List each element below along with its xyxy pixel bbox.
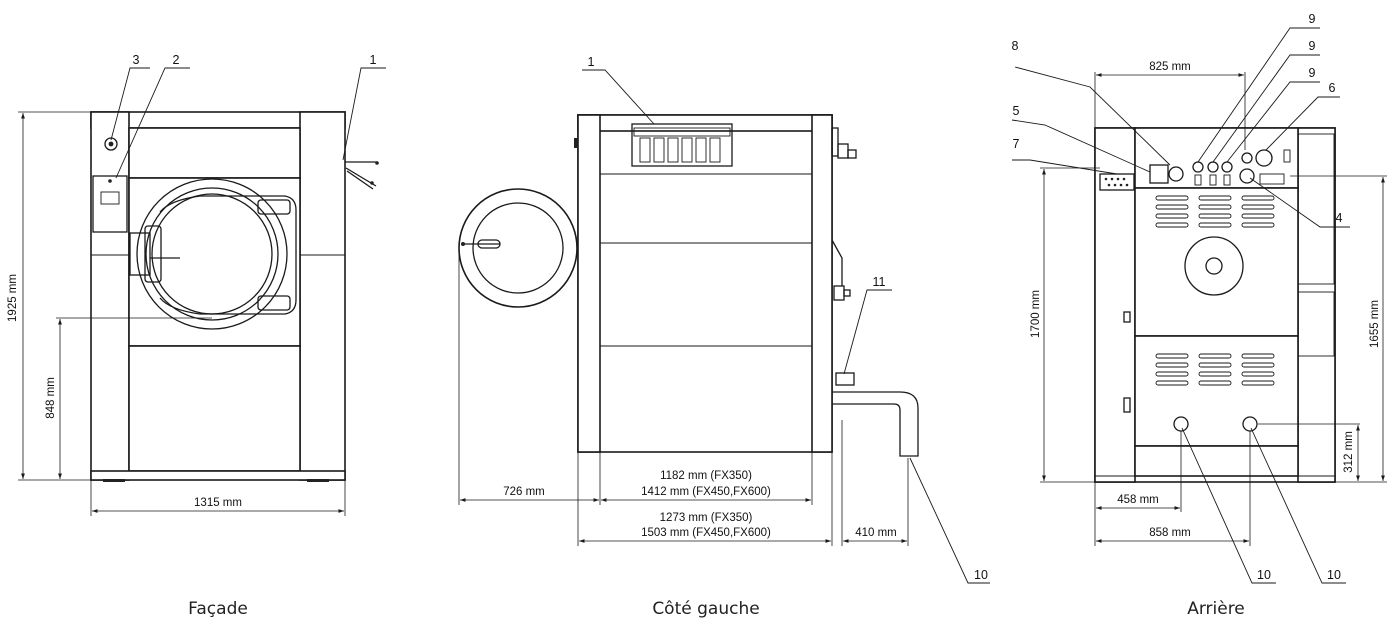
rear-view	[1011, 27, 1387, 584]
rear-callout-10b: 10	[1327, 568, 1341, 582]
side-dim-depth-fx450: 1503 mm (FX450,FX600)	[641, 527, 771, 539]
rear-callout-9a: 9	[1309, 12, 1316, 26]
control-panel	[92, 175, 128, 233]
front-left-column	[90, 111, 130, 481]
drum-housing	[458, 188, 578, 308]
rear-dim-458: 458 mm	[1117, 494, 1159, 506]
door-handle	[144, 225, 162, 283]
rear-dim-825: 825 mm	[1149, 61, 1191, 73]
door-frame-outline	[159, 195, 297, 315]
front-lower-panel	[128, 345, 301, 472]
rear-dim-1655: 1655 mm	[1369, 300, 1381, 348]
door-ring	[136, 178, 288, 330]
detergent-module	[631, 123, 733, 167]
side-callout-11: 11	[873, 275, 886, 289]
front-view	[18, 67, 386, 516]
side-dim-frame-fx450: 1412 mm (FX450,FX600)	[641, 486, 771, 498]
rear-dim-312: 312 mm	[1343, 431, 1355, 473]
drum-pulley	[1184, 236, 1244, 296]
side-dim-door-projection: 726 mm	[503, 486, 545, 498]
side-view-caption: Côté gauche	[652, 599, 759, 619]
rear-view-caption: Arrière	[1187, 599, 1245, 619]
front-dim-door-height: 848 mm	[45, 377, 57, 419]
front-dim-width: 1315 mm	[194, 497, 242, 509]
drain-valve	[835, 372, 855, 386]
rear-dim-858: 858 mm	[1149, 527, 1191, 539]
rear-callout-9c: 9	[1309, 66, 1316, 80]
rear-connection-panel	[1134, 127, 1299, 189]
side-dim-frame-fx350: 1182 mm (FX350)	[660, 470, 752, 482]
rear-dim-1700: 1700 mm	[1030, 290, 1042, 338]
rear-callout-9b: 9	[1309, 39, 1316, 53]
rear-callout-4: 4	[1336, 211, 1343, 225]
front-dim-height: 1925 mm	[7, 274, 19, 322]
steam-inlet-icon	[1239, 168, 1255, 184]
side-callout-10: 10	[974, 568, 988, 582]
main-switch-icon	[1255, 149, 1273, 167]
side-dim-depth-fx350: 1273 mm (FX350)	[660, 512, 753, 524]
rear-callout-8: 8	[1012, 39, 1019, 53]
front-callout-3: 3	[133, 53, 140, 67]
drain-pipe	[832, 391, 919, 457]
rear-callout-6: 6	[1329, 81, 1336, 95]
front-callout-1: 1	[370, 53, 377, 67]
front-upper-panel	[128, 127, 301, 179]
rear-callout-5: 5	[1013, 104, 1020, 118]
front-right-column	[299, 111, 346, 481]
front-base	[90, 470, 346, 481]
side-dim-drain-offset: 410 mm	[855, 527, 897, 539]
front-callout-2: 2	[173, 53, 180, 67]
side-view	[458, 69, 990, 584]
rear-callout-7: 7	[1013, 137, 1020, 151]
emergency-stop-icon	[104, 137, 118, 151]
front-view-caption: Façade	[188, 599, 248, 619]
rear-callout-10a: 10	[1257, 568, 1271, 582]
side-callout-1: 1	[588, 55, 595, 69]
electrical-connection-box	[1149, 164, 1169, 184]
front-door-panel	[128, 177, 301, 347]
